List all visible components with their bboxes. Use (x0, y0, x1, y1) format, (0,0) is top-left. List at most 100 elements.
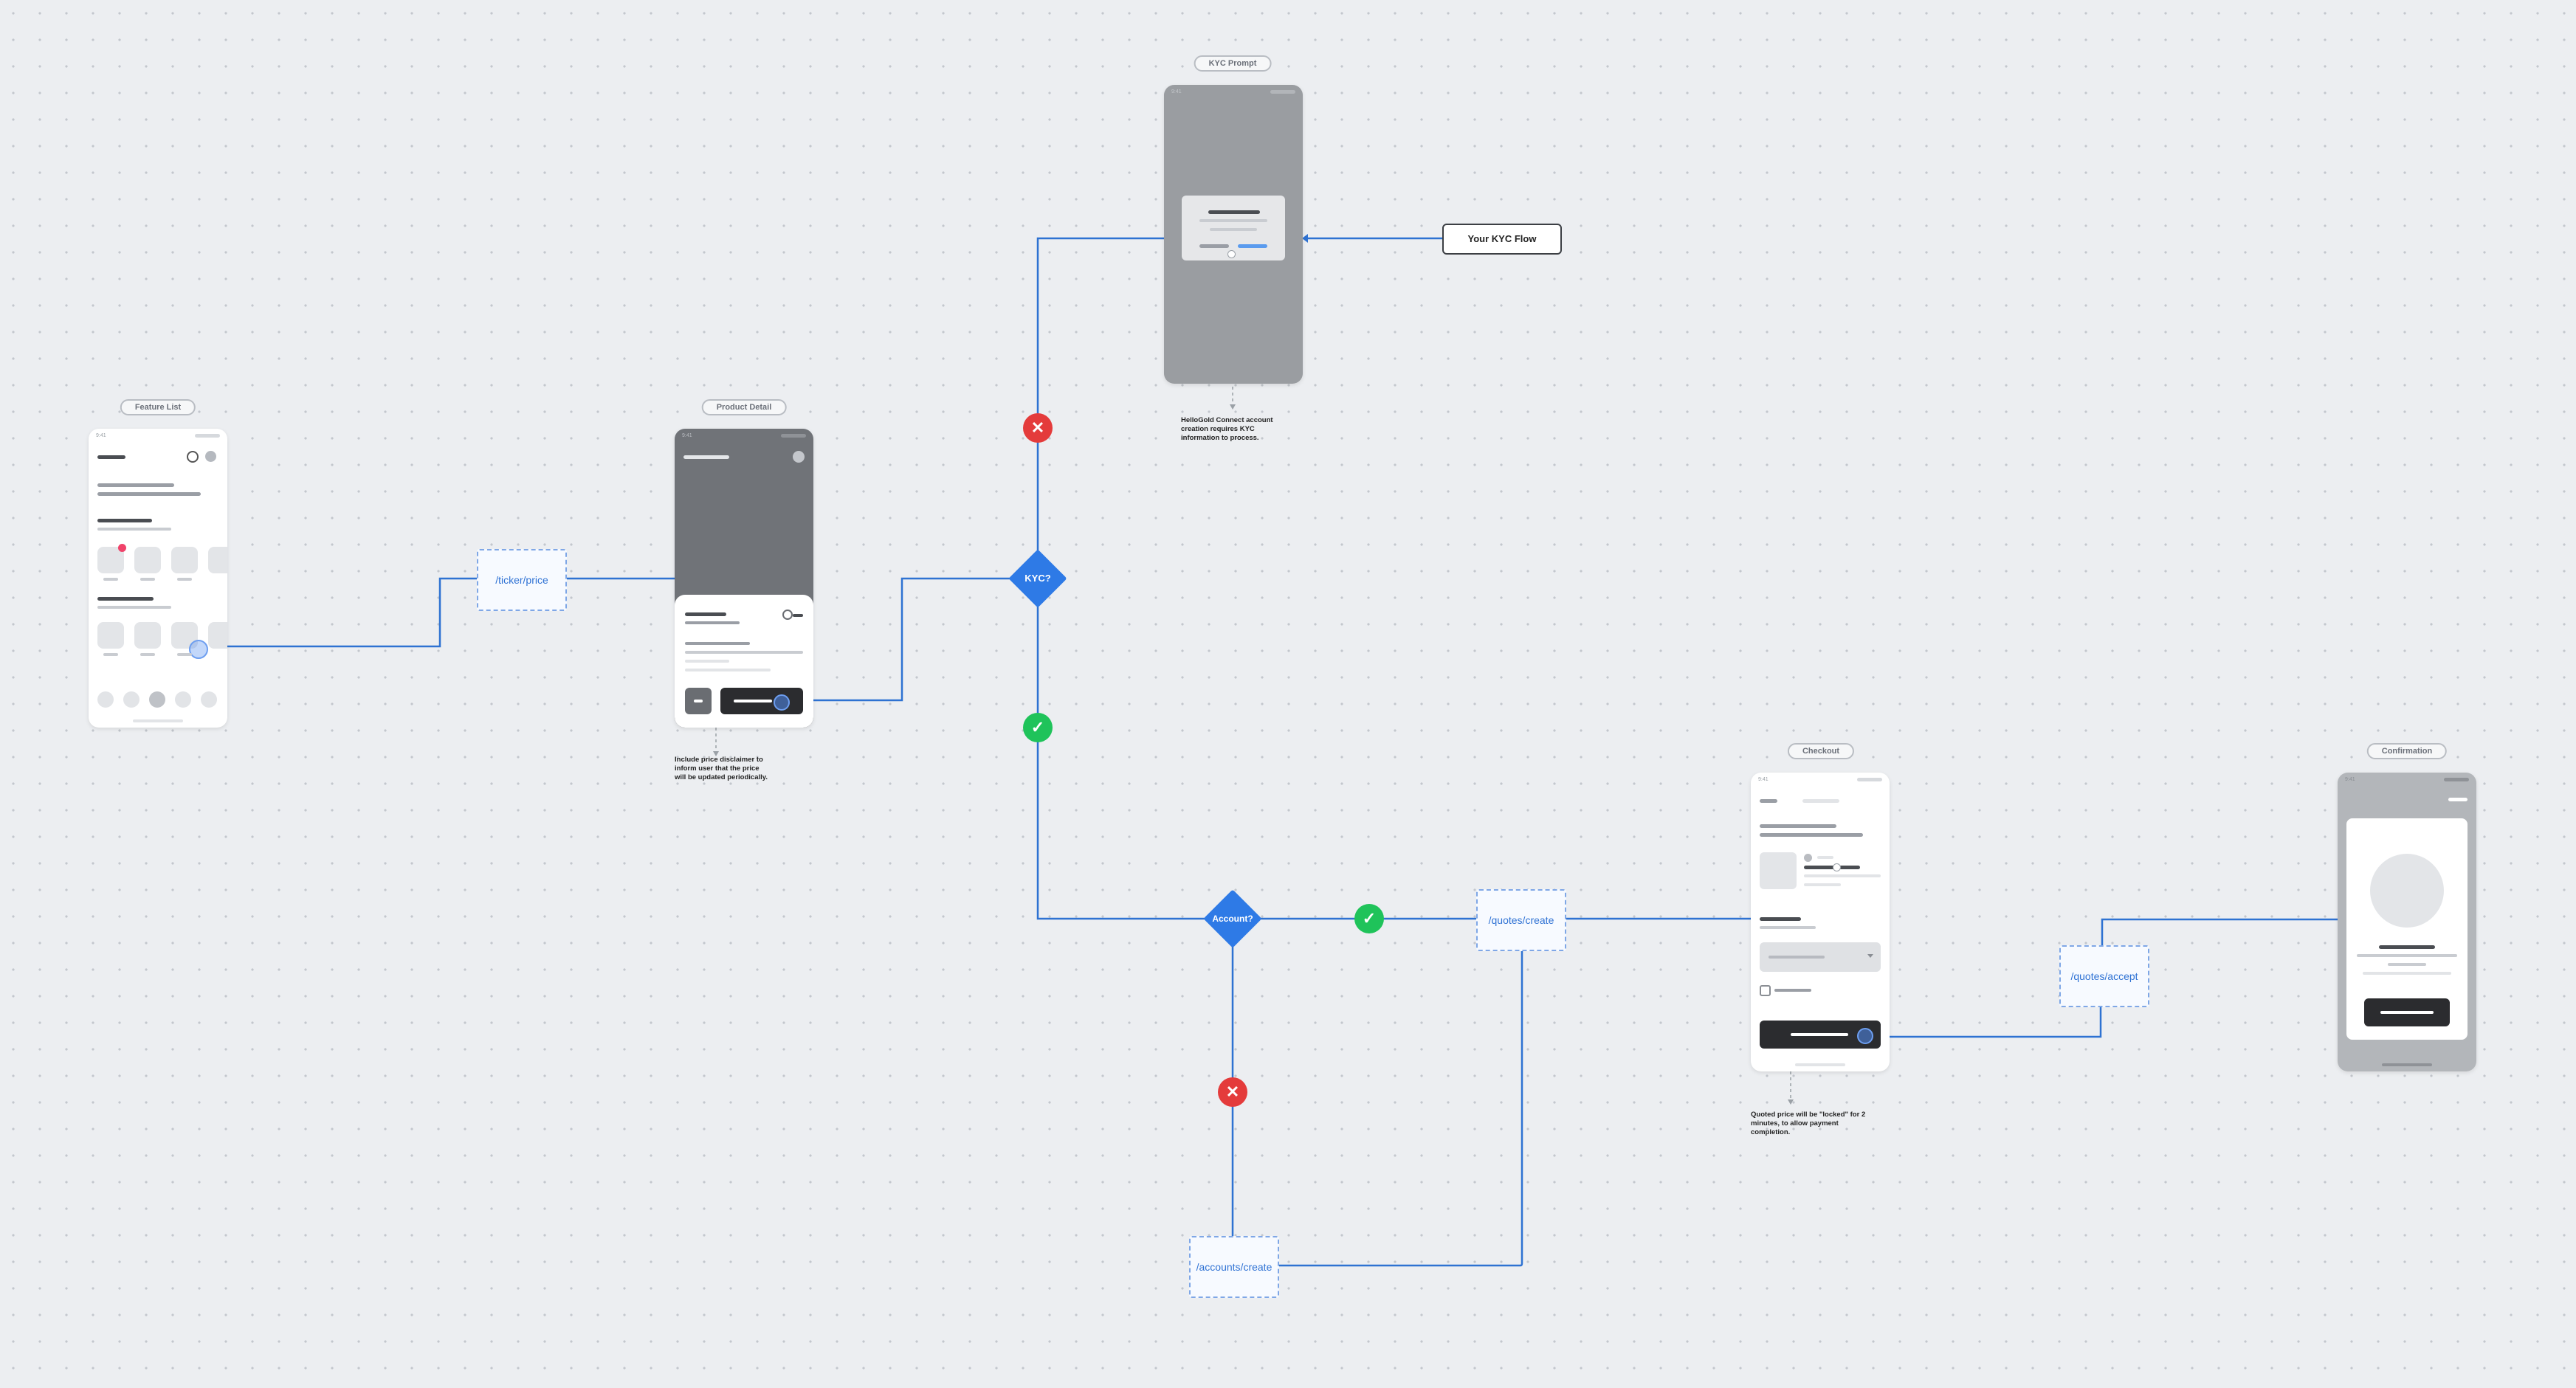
quantity-button[interactable] (685, 688, 712, 714)
continue-button[interactable] (2364, 998, 2450, 1026)
skeleton-detail (1804, 883, 1841, 886)
avatar[interactable] (205, 451, 216, 462)
endpoint-quotes-create[interactable]: /quotes/create (1476, 889, 1566, 951)
skeleton-nav-title (1802, 799, 1839, 803)
status-bar-time: 9:41 (1758, 777, 1769, 782)
kyc-dialog (1182, 196, 1285, 260)
confirmation-card (2346, 818, 2467, 1040)
screen-label-feature-list: Feature List (120, 399, 196, 415)
buy-button[interactable] (720, 688, 803, 714)
skeleton-dialog-text (1210, 228, 1257, 231)
feature-tile[interactable] (134, 547, 161, 573)
annotation-anchor (1833, 863, 1841, 871)
skeleton-subtitle (1760, 833, 1863, 837)
endpoint-quotes-accept[interactable]: /quotes/accept (2059, 945, 2149, 1007)
dialog-continue-button[interactable] (1238, 244, 1267, 248)
tab-bar-item[interactable] (123, 691, 140, 708)
tab-bar-item[interactable] (97, 691, 114, 708)
status-bar-icons (1857, 778, 1882, 781)
annotation-anchor (1227, 250, 1236, 258)
home-indicator (1795, 1063, 1845, 1066)
skeleton-title (97, 483, 174, 487)
decision-account-label: Account? (1212, 914, 1253, 924)
feature-tile[interactable] (97, 622, 124, 649)
kyc-prompt-screen[interactable]: 9:41 (1164, 85, 1303, 384)
feature-tile[interactable] (208, 547, 227, 573)
terms-checkbox[interactable] (1760, 985, 1771, 996)
feature-tile[interactable] (208, 622, 227, 649)
pay-button[interactable] (1760, 1021, 1881, 1049)
feature-list-screen[interactable]: 9:41 (89, 429, 227, 728)
decision-kyc: KYC? (1008, 549, 1067, 608)
tile-caption (103, 578, 118, 581)
skeleton-dialog-title (1208, 210, 1260, 214)
decision-account: Account? (1203, 889, 1262, 948)
payment-method-select[interactable] (1760, 942, 1881, 972)
skeleton-success-text (2357, 954, 2457, 957)
product-thumbnail (1760, 852, 1797, 889)
skeleton-section-title (97, 597, 154, 601)
status-bar-icons (781, 434, 806, 438)
skeleton-success-title (2379, 945, 2435, 949)
skeleton-label (793, 614, 803, 617)
skeleton-section-subtitle (1760, 926, 1816, 929)
skeleton-price (685, 621, 740, 624)
status-bar-icons (2444, 778, 2469, 781)
status-bar-time: 9:41 (1171, 89, 1182, 94)
connector-checkout-to-accept (1863, 1005, 2102, 1038)
screen-label-checkout: Checkout (1787, 743, 1855, 759)
connector-accounts-to-quotes (1277, 948, 1523, 1267)
asset-icon (1804, 854, 1812, 862)
tile-caption (177, 578, 192, 581)
close-icon[interactable] (793, 451, 805, 463)
account-yes-icon: ✓ (1354, 904, 1384, 933)
feature-tile[interactable] (134, 622, 161, 649)
screen-label-confirmation: Confirmation (2366, 743, 2448, 759)
confirmation-screen[interactable]: 9:41 (2338, 773, 2476, 1071)
tap-indicator (1857, 1028, 1873, 1044)
skeleton-dialog-text (1199, 219, 1267, 222)
skeleton-quoted-price (1804, 866, 1860, 869)
product-sheet (675, 595, 813, 728)
product-detail-screen[interactable]: 9:41 (675, 429, 813, 728)
decision-kyc-label: KYC? (1024, 573, 1051, 584)
tile-caption (140, 653, 155, 656)
feature-tile[interactable] (171, 547, 198, 573)
your-kyc-flow-box[interactable]: Your KYC Flow (1442, 224, 1562, 255)
tab-bar-item-active[interactable] (149, 691, 165, 708)
success-illustration (2370, 854, 2444, 928)
endpoint-accounts-create[interactable]: /accounts/create (1189, 1236, 1279, 1298)
connector-feature-to-ticker (198, 577, 477, 648)
tile-caption (103, 653, 118, 656)
status-bar-time: 9:41 (96, 433, 106, 438)
skeleton-detail (685, 651, 803, 654)
skeleton-terms-label (1774, 989, 1811, 992)
screen-label-product-detail: Product Detail (701, 399, 787, 415)
tab-bar-item[interactable] (175, 691, 191, 708)
done-button[interactable] (2448, 798, 2467, 801)
kyc-no-icon: ✕ (1023, 413, 1053, 443)
info-icon[interactable] (782, 610, 793, 620)
tile-caption (140, 578, 155, 581)
endpoint-ticker-price[interactable]: /ticker/price (477, 549, 567, 611)
dialog-cancel-button[interactable] (1199, 244, 1229, 248)
checkout-screen[interactable]: 9:41 (1751, 773, 1890, 1071)
search-icon[interactable] (187, 451, 199, 463)
note-kyc: HelloGold Connect account creation requi… (1181, 416, 1273, 442)
skeleton-title (1760, 824, 1836, 828)
skeleton-detail (685, 642, 750, 645)
tab-bar-item[interactable] (201, 691, 217, 708)
back-button[interactable] (1760, 799, 1777, 803)
chevron-down-icon (1867, 954, 1873, 958)
skeleton-subtitle (97, 492, 201, 496)
status-bar-icons (1270, 90, 1295, 94)
home-indicator (2382, 1063, 2432, 1066)
skeleton-section-subtitle (97, 528, 171, 531)
tile-caption (177, 653, 192, 656)
connector-kyc-no-to-prompt (1036, 237, 1169, 553)
skeleton-success-text (2388, 963, 2426, 966)
status-bar-time: 9:41 (2345, 777, 2355, 782)
account-no-icon: ✕ (1218, 1077, 1247, 1107)
status-bar-icons (195, 434, 220, 438)
skeleton-section-title (1760, 917, 1801, 921)
